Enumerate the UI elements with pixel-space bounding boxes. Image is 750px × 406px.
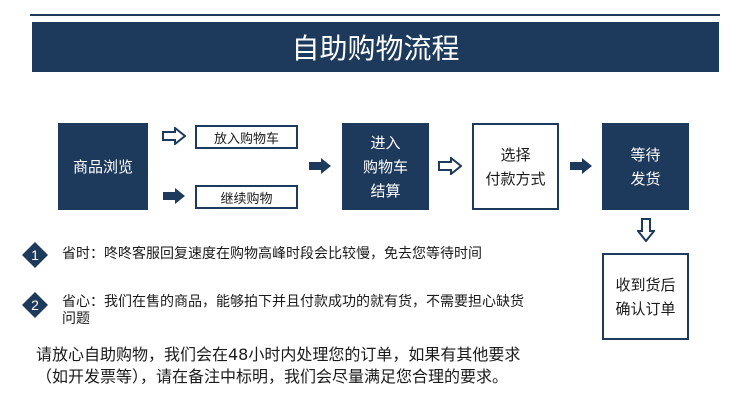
step-continue-shopping-label: 继续购物 bbox=[220, 191, 273, 207]
step-checkout: 进入 购物车 结算 bbox=[342, 123, 429, 210]
step-confirm: 收到货后 确认订单 bbox=[602, 253, 689, 340]
outline-right-arrow-icon bbox=[162, 127, 186, 145]
footer-line2: （如开发票等），请在备注中标明，我们会尽量满足您合理的要求。 bbox=[36, 367, 509, 386]
footer-line1: 请放心自助购物，我们会在48小时内处理您的订单，如果有其他要求 bbox=[36, 345, 521, 364]
diamond-number-icon: 2 bbox=[22, 292, 48, 318]
step-add-to-cart-label: 放入购物车 bbox=[213, 131, 279, 147]
solid-right-arrow-icon bbox=[309, 158, 331, 174]
outline-down-arrow-icon bbox=[637, 218, 655, 242]
step-checkout-line2: 购物车 bbox=[362, 157, 408, 176]
step-browse-label: 商品浏览 bbox=[72, 157, 133, 176]
solid-right-arrow-icon bbox=[163, 188, 185, 204]
step-wait-ship: 等待 发货 bbox=[602, 123, 689, 210]
footer-note: 请放心自助购物，我们会在48小时内处理您的订单，如果有其他要求 （如开发票等），… bbox=[36, 344, 596, 388]
step-confirm-line2: 确认订单 bbox=[615, 299, 676, 318]
step-confirm-line1: 收到货后 bbox=[615, 275, 676, 294]
step-checkout-line1: 进入 bbox=[370, 133, 401, 152]
page-title: 自助购物流程 bbox=[32, 22, 719, 72]
step-wait-ship-line1: 等待 bbox=[630, 145, 661, 164]
note-2-line1: 省心：我们在售的商品，能够拍下并且付款成功的就有货，不需要担心缺货 bbox=[62, 294, 524, 310]
note-1-number: 1 bbox=[31, 247, 39, 263]
note-2-line2: 问题 bbox=[62, 311, 90, 327]
solid-right-arrow-icon bbox=[570, 158, 592, 174]
top-rule bbox=[30, 14, 720, 16]
outline-right-arrow-icon bbox=[438, 157, 462, 175]
step-wait-ship-line2: 发货 bbox=[630, 169, 661, 188]
step-continue-shopping: 继续购物 bbox=[195, 185, 298, 209]
step-checkout-line3: 结算 bbox=[370, 181, 401, 200]
diamond-number-icon: 1 bbox=[22, 242, 48, 268]
note-2-text: 省心：我们在售的商品，能够拍下并且付款成功的就有货，不需要担心缺货 问题 bbox=[62, 294, 592, 328]
step-payment-line1: 选择 bbox=[500, 145, 531, 164]
step-add-to-cart: 放入购物车 bbox=[195, 125, 298, 149]
note-1-text: 省时：咚咚客服回复速度在购物高峰时段会比较慢，免去您等待时间 bbox=[62, 246, 482, 262]
note-2-number: 2 bbox=[31, 297, 39, 313]
step-browse: 商品浏览 bbox=[58, 123, 148, 210]
step-payment: 选择 付款方式 bbox=[472, 123, 559, 210]
step-payment-line2: 付款方式 bbox=[485, 169, 546, 188]
